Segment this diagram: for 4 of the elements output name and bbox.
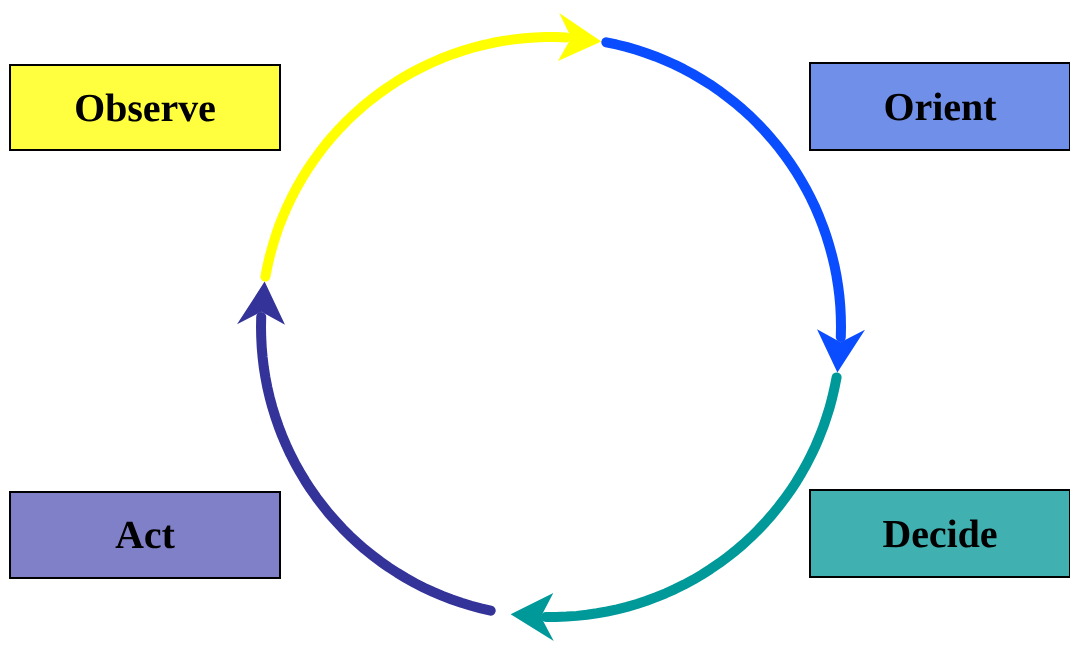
label-box: Act xyxy=(9,491,281,579)
label-box: Orient xyxy=(809,62,1070,151)
label-box: Observe xyxy=(9,64,281,151)
label-box: Decide xyxy=(809,489,1070,578)
